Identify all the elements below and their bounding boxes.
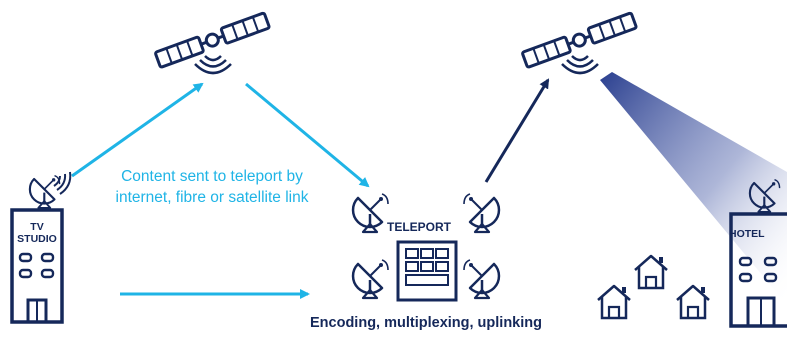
teleport-label: TELEPORT (387, 220, 452, 234)
house-icon (596, 284, 632, 320)
studio-to-satellite-arrow (71, 82, 204, 178)
satellite-icon (153, 11, 272, 75)
downlink-beam (600, 72, 787, 305)
satellite-dish-icon (462, 258, 501, 300)
teleport-building-icon (396, 240, 458, 302)
tv-studio-building-icon (10, 208, 64, 324)
uplink-arrow (484, 78, 550, 183)
house-icon (633, 254, 669, 290)
hotel-building-icon (729, 212, 787, 328)
satellite-icon (520, 11, 639, 75)
satellite-dish-icon (462, 192, 501, 234)
satellite-dish-icon (351, 192, 390, 234)
signal-waves-icon (53, 171, 72, 195)
processing-label: Encoding, multiplexing, uplinking (310, 315, 542, 331)
house-icon (675, 284, 711, 320)
satellite-dish-icon (28, 174, 61, 209)
satellite-to-teleport-arrow (245, 82, 370, 188)
content-note-label: Content sent to teleport by internet, fi… (115, 168, 309, 206)
satellite-dish-icon (351, 258, 390, 300)
tv-studio-label: TV STUDIO (17, 221, 57, 245)
hotel-label: HOTEL (729, 228, 765, 240)
